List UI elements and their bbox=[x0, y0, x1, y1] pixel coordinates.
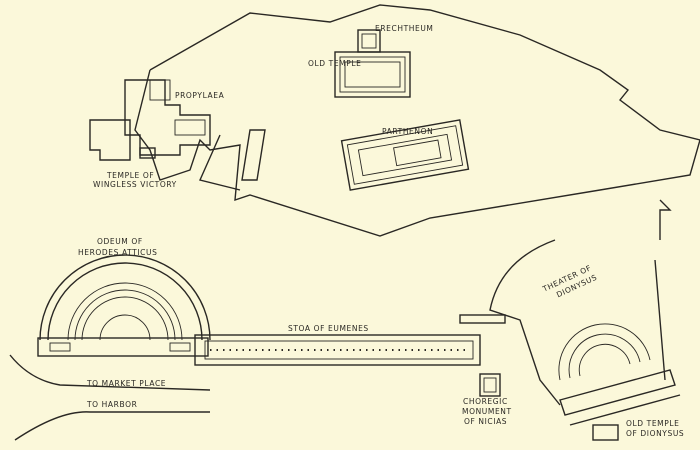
road-market bbox=[9, 354, 211, 391]
erechtheum bbox=[357, 29, 381, 53]
old-temple bbox=[334, 51, 411, 98]
propylaea bbox=[89, 79, 266, 191]
parthenon bbox=[340, 119, 470, 191]
label-erechtheum: ERECHTHEUM bbox=[375, 24, 434, 33]
label-wingless-victory-2: WINGLESS VICTORY bbox=[93, 180, 177, 189]
label-old-dionysus-1: OLD TEMPLE bbox=[626, 419, 679, 428]
label-parthenon: PARTHENON bbox=[382, 127, 433, 136]
temple-wingless-victory bbox=[139, 147, 156, 159]
label-choregic-3: OF NICIAS bbox=[464, 417, 507, 426]
label-choregic-1: CHOREGIC bbox=[463, 397, 508, 406]
label-old-dionysus-2: OF DIONYSUS bbox=[626, 429, 684, 438]
label-old-temple: OLD TEMPLE bbox=[308, 59, 361, 68]
label-harbor: TO HARBOR bbox=[86, 400, 137, 409]
label-wingless-victory-1: TEMPLE OF bbox=[106, 171, 154, 180]
stoa-of-eumenes bbox=[194, 334, 481, 366]
theater-of-dionysus bbox=[459, 199, 681, 441]
odeum-of-herodes-atticus bbox=[37, 254, 211, 357]
label-market-place: TO MARKET PLACE bbox=[86, 379, 166, 388]
acropolis-wall bbox=[134, 4, 700, 237]
label-odeum-2: HERODES ATTICUS bbox=[78, 248, 157, 257]
label-odeum-1: ODEUM OF bbox=[97, 237, 143, 246]
label-stoa: STOA OF EUMENES bbox=[288, 324, 369, 333]
choregic-monument bbox=[479, 373, 501, 397]
road-harbor bbox=[14, 411, 210, 441]
label-choregic-2: MONUMENT bbox=[462, 407, 512, 416]
label-propylaea: PROPYLAEA bbox=[175, 91, 225, 100]
